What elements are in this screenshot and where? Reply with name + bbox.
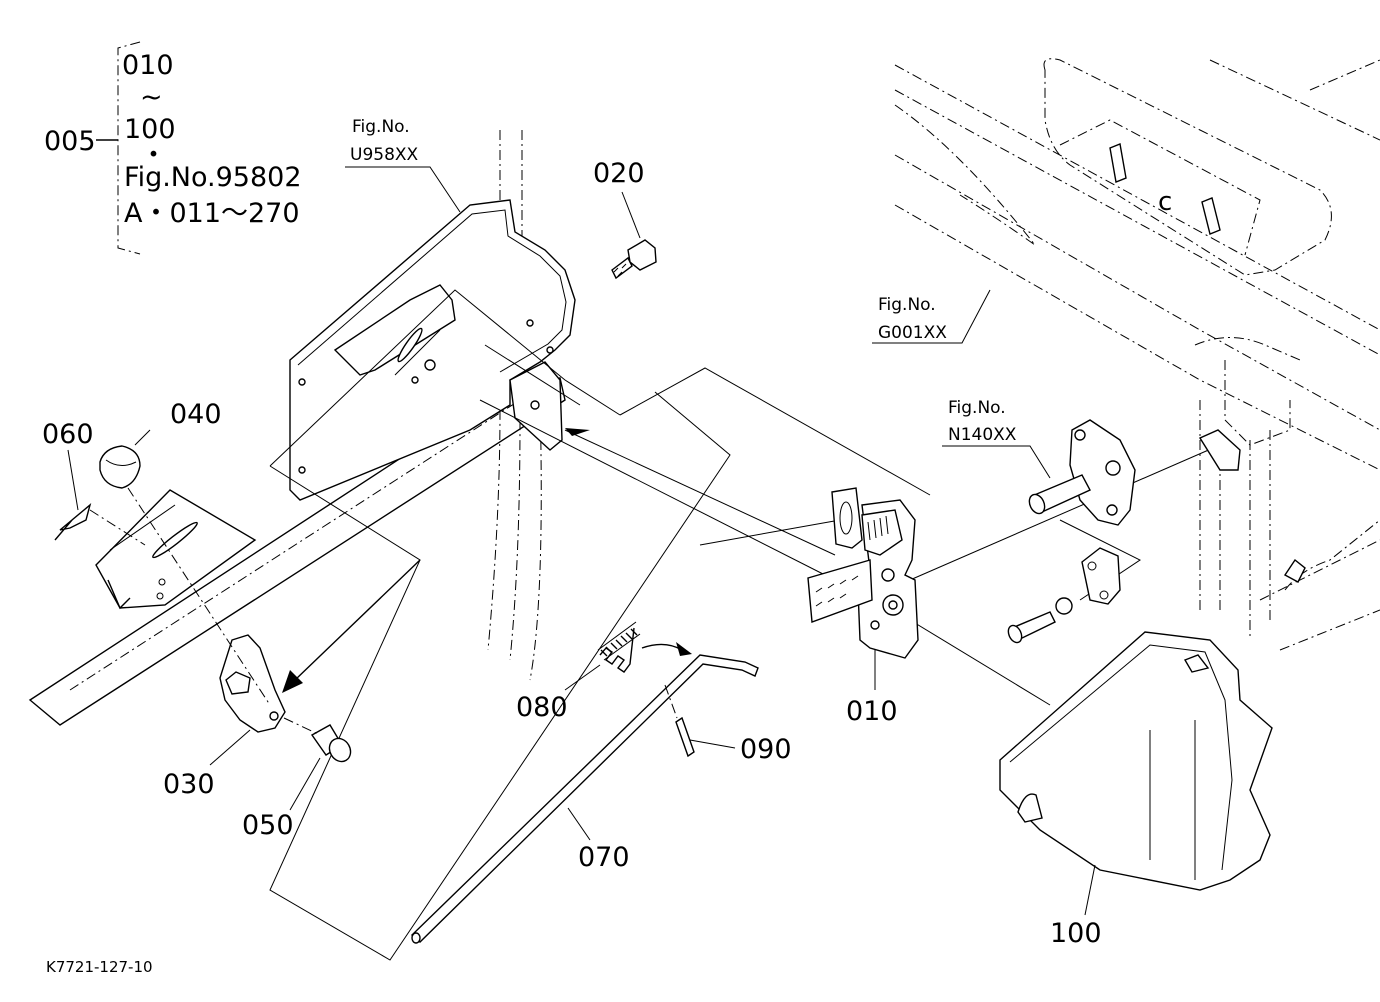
pin-090	[664, 684, 695, 758]
callout-030: 030	[163, 769, 215, 800]
callout-010: 010	[846, 696, 898, 727]
latch-bracket-030	[219, 634, 286, 733]
leader-030	[209, 729, 251, 766]
rotation-arrow	[641, 642, 692, 656]
bolt-020	[611, 239, 657, 280]
fig-ref-g001: Fig.No. G001XX	[872, 289, 991, 344]
leader-100	[1084, 864, 1096, 916]
cover-100	[999, 631, 1273, 891]
spring-080	[597, 621, 641, 673]
install-arrow	[282, 559, 421, 693]
range-tilde: ~	[140, 82, 163, 113]
assembly-reference-block: 005 010 ~ 100 ・ Fig.No.95802 A・011～270	[44, 41, 302, 255]
leader-090	[689, 739, 736, 749]
leader-020	[621, 191, 641, 239]
fig-ref-n140-line1: Fig.No.	[948, 398, 1006, 418]
leader-050	[289, 757, 321, 811]
screw-and-washer	[1007, 547, 1121, 644]
leader-080	[564, 664, 601, 691]
pin-050	[283, 717, 352, 763]
callout-040: 040	[170, 399, 222, 430]
fig-ref-u958-line1: Fig.No.	[352, 117, 410, 137]
assembly-ref-number: 005	[44, 126, 96, 157]
cab-studs: c	[1109, 143, 1306, 583]
range-dot: ・	[140, 140, 167, 171]
range-start-label: 010	[122, 50, 174, 81]
assembly-fig-ref: Fig.No.95802	[124, 162, 302, 193]
fig-ref-n140-line2: N140XX	[948, 425, 1017, 445]
bracket-plate	[289, 199, 590, 501]
knob-cap-040	[99, 445, 141, 489]
assembly-bracket	[117, 41, 141, 255]
leader-060	[67, 449, 79, 511]
callout-020: 020	[593, 158, 645, 189]
mount-plate	[95, 489, 257, 610]
striker-plate	[1028, 419, 1136, 526]
assembly-serial-range: A・011～270	[124, 198, 300, 229]
fig-ref-g001-line2: G001XX	[878, 323, 947, 343]
cab-body-outline	[894, 58, 1380, 651]
leader-040	[134, 429, 151, 446]
cab-hole-mark: c	[1158, 187, 1172, 217]
leader-070	[567, 807, 591, 841]
fig-ref-n140: Fig.No. N140XX	[942, 398, 1051, 479]
drawing-number: K7721-127-10	[46, 958, 153, 976]
callout-050: 050	[242, 810, 294, 841]
fig-ref-u958-line2: U958XX	[350, 145, 419, 165]
fig-ref-u958: Fig.No. U958XX	[345, 117, 461, 213]
callout-070: 070	[578, 842, 630, 873]
centerline-040	[127, 487, 271, 706]
callout-060: 060	[42, 419, 94, 450]
callout-090: 090	[740, 734, 792, 765]
range-end-label: 100	[124, 114, 176, 145]
fig-ref-g001-line1: Fig.No.	[878, 295, 936, 315]
latch-assembly-010	[807, 487, 919, 659]
callout-100: 100	[1050, 918, 1102, 949]
rod-070	[410, 654, 759, 944]
callout-080: 080	[516, 692, 568, 723]
clip-060	[54, 503, 146, 546]
